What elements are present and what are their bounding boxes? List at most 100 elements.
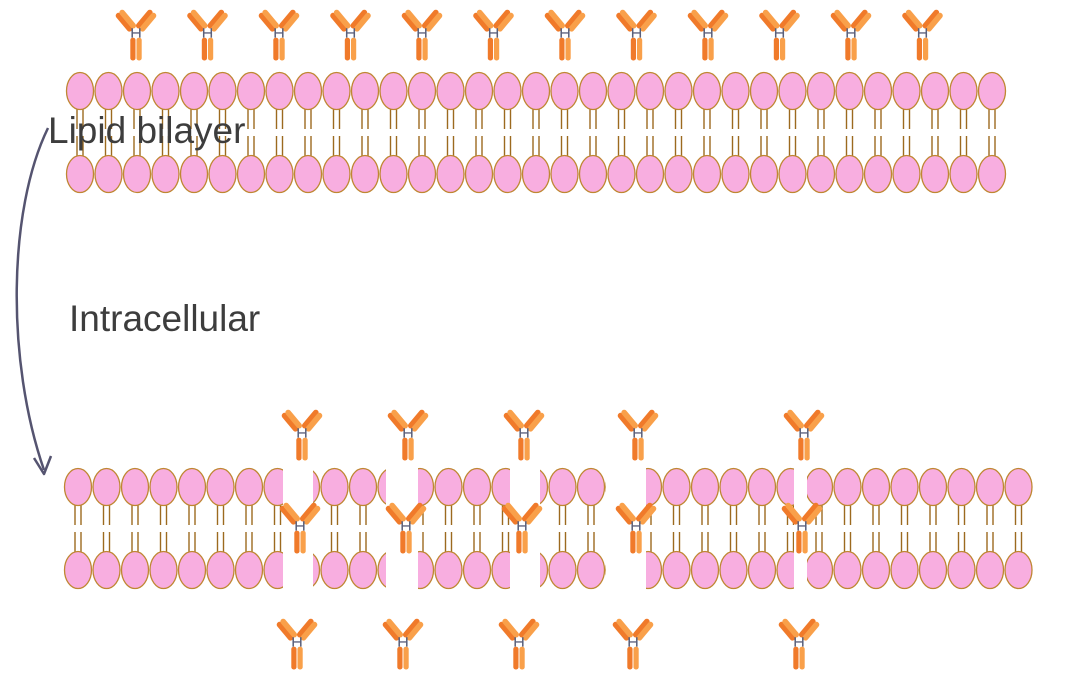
- lipid-head: [149, 467, 178, 507]
- lipid-head: [407, 71, 437, 111]
- lipid-head: [548, 467, 577, 507]
- antibody-icon: [328, 7, 373, 62]
- lipid-head: [664, 154, 693, 194]
- antibody-icon: [274, 616, 320, 671]
- lipid-head: [550, 71, 579, 111]
- lipid-head: [234, 467, 264, 507]
- lipid-head: [151, 154, 180, 194]
- lipid-head: [350, 154, 380, 194]
- lipid-head: [918, 467, 948, 507]
- lipid-head: [350, 71, 380, 111]
- lipid-head: [719, 550, 748, 590]
- antibody-icon: [185, 7, 230, 62]
- antibody-icon: [614, 7, 659, 62]
- lipid-head: [861, 550, 891, 590]
- lipid-head: [747, 550, 777, 590]
- lipid-head: [578, 154, 608, 194]
- lipid-head: [92, 467, 121, 507]
- lipid-head: [379, 71, 408, 111]
- lipid-head: [177, 467, 207, 507]
- antibody-icon: [610, 616, 656, 671]
- antibody-icon: [828, 7, 874, 62]
- lipid-head: [464, 154, 494, 194]
- lipid-head: [462, 550, 492, 590]
- lipid-head: [892, 71, 921, 111]
- lipid-head: [778, 154, 807, 194]
- membrane-pore: [794, 464, 807, 594]
- lipid-head: [462, 467, 492, 507]
- lipid-head: [236, 154, 266, 194]
- lipid-head: [179, 71, 209, 111]
- lipid-head: [918, 550, 948, 590]
- lipid-head: [833, 467, 862, 507]
- lipid-head: [721, 154, 750, 194]
- lipid-head: [947, 467, 976, 507]
- lipid-head: [94, 154, 123, 194]
- lipid-head: [92, 550, 121, 590]
- lipid-head: [265, 154, 294, 194]
- lipid-head: [122, 71, 152, 111]
- lipid-head: [434, 467, 463, 507]
- antibody-icon: [471, 7, 516, 62]
- intracellular-label: Intracellular: [69, 298, 261, 339]
- lipid-head: [407, 154, 437, 194]
- lipid-head: [949, 71, 978, 111]
- lipid-head: [692, 154, 722, 194]
- lipid-head: [521, 154, 551, 194]
- antibody-icon: [256, 7, 302, 62]
- lipid-head: [890, 550, 919, 590]
- lipid-head: [662, 550, 691, 590]
- lipid-head: [690, 550, 720, 590]
- lipid-head: [947, 550, 976, 590]
- lipid-head: [149, 550, 178, 590]
- antibody-icon: [380, 616, 426, 671]
- lipid-head: [607, 154, 636, 194]
- lipid-head: [635, 154, 665, 194]
- lipid-head: [949, 154, 978, 194]
- lipid-head: [747, 467, 777, 507]
- lipid-head: [548, 550, 577, 590]
- lipid-head: [749, 154, 779, 194]
- lipid-head: [578, 71, 608, 111]
- lipid-head: [1004, 550, 1033, 590]
- lipid-head: [348, 467, 378, 507]
- lipid-head: [1004, 467, 1033, 507]
- lipid-head: [975, 467, 1005, 507]
- lipid-head: [778, 71, 807, 111]
- lipid-head: [607, 71, 636, 111]
- lipid-head: [320, 550, 349, 590]
- lipid-head: [379, 154, 408, 194]
- antibody-icon: [279, 407, 325, 462]
- antibody-icon: [542, 7, 588, 62]
- lipid-head: [662, 467, 691, 507]
- lipid-head: [206, 550, 235, 590]
- lipid-head: [63, 467, 93, 507]
- lipid-head: [920, 154, 950, 194]
- lipid-head: [234, 550, 264, 590]
- antibody-icon: [501, 407, 547, 462]
- lipid-head: [208, 71, 237, 111]
- lipid-head: [806, 154, 836, 194]
- lipid-head: [835, 154, 864, 194]
- lipid-head: [94, 71, 123, 111]
- lipid-head: [493, 154, 522, 194]
- curved-arrow-icon: [15, 127, 50, 471]
- lipid-head: [977, 154, 1007, 194]
- lipid-head: [348, 550, 378, 590]
- lipid-head: [436, 154, 465, 194]
- lipid-head: [664, 71, 693, 111]
- lipid-head: [322, 154, 351, 194]
- lipid-head: [436, 71, 465, 111]
- lipid-head: [179, 154, 209, 194]
- lipid-head: [833, 550, 862, 590]
- lipid-head: [206, 467, 235, 507]
- lipid-head: [635, 71, 665, 111]
- antibody-icon: [496, 616, 542, 671]
- antibody-icon: [385, 407, 431, 462]
- lipid-head: [122, 154, 152, 194]
- lipid-head: [576, 467, 606, 507]
- lipid-head: [719, 467, 748, 507]
- lipid-head: [920, 71, 950, 111]
- lipid-head: [464, 71, 494, 111]
